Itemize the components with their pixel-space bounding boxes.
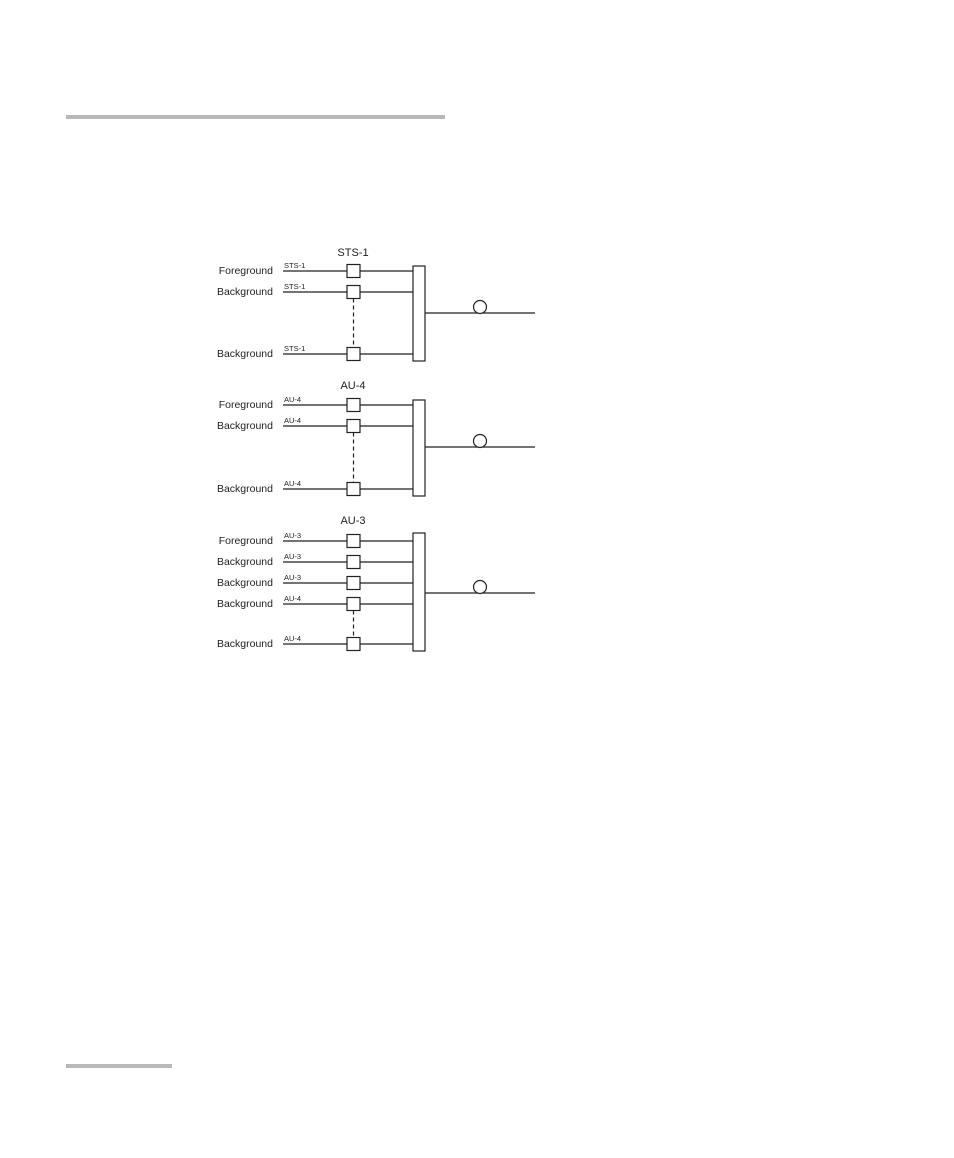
signal-label: Background [217, 598, 273, 610]
selector-box [347, 598, 360, 611]
selector-box [347, 638, 360, 651]
signal-label: Background [217, 348, 273, 360]
signal-tag: STS-1 [284, 261, 305, 270]
selector-box [347, 420, 360, 433]
signal-tag: AU-3 [284, 531, 301, 540]
multiplexer-bar [413, 266, 425, 361]
group-title: AU-3 [340, 515, 365, 527]
signal-tag: STS-1 [284, 282, 305, 291]
multiplexer-bar [413, 533, 425, 651]
signal-label: Background [217, 638, 273, 650]
signal-tag: AU-3 [284, 552, 301, 561]
signal-tag: AU-4 [284, 594, 301, 603]
selector-box [347, 286, 360, 299]
signal-label: Background [217, 286, 273, 298]
signal-row: Foreground STS-1 [219, 261, 413, 278]
output-port-circle [474, 435, 487, 448]
selector-box [347, 265, 360, 278]
selector-box [347, 556, 360, 569]
signal-row: Background AU-4 [217, 416, 413, 433]
signal-tag: AU-3 [284, 573, 301, 582]
selector-box [347, 577, 360, 590]
signal-label: Background [217, 577, 273, 589]
signal-row: Foreground AU-4 [219, 395, 413, 412]
signal-row: Background STS-1 [217, 344, 413, 361]
signal-label: Foreground [219, 535, 273, 547]
selector-box [347, 348, 360, 361]
signal-row: Background AU-3 [217, 573, 413, 590]
signal-label: Foreground [219, 399, 273, 411]
signal-row: Background AU-4 [217, 594, 413, 611]
signal-tag: AU-4 [284, 479, 301, 488]
signal-tag: AU-4 [284, 416, 301, 425]
selector-box [347, 483, 360, 496]
signal-label: Background [217, 420, 273, 432]
signal-label: Background [217, 483, 273, 495]
selector-box [347, 535, 360, 548]
signal-row: Background AU-4 [217, 479, 413, 496]
multiplexer-bar [413, 400, 425, 496]
signal-row: Background AU-4 [217, 634, 413, 651]
output-port-circle [474, 301, 487, 314]
signal-row: Background STS-1 [217, 282, 413, 299]
signal-row: Foreground AU-3 [219, 531, 413, 548]
signal-label: Foreground [219, 265, 273, 277]
signal-row: Background AU-3 [217, 552, 413, 569]
signal-label: Background [217, 556, 273, 568]
group-title: STS-1 [337, 247, 368, 259]
signal-tag: STS-1 [284, 344, 305, 353]
signal-tag: AU-4 [284, 634, 301, 643]
selector-box [347, 399, 360, 412]
group-title: AU-4 [340, 380, 365, 392]
signal-tag: AU-4 [284, 395, 301, 404]
output-port-circle [474, 581, 487, 594]
